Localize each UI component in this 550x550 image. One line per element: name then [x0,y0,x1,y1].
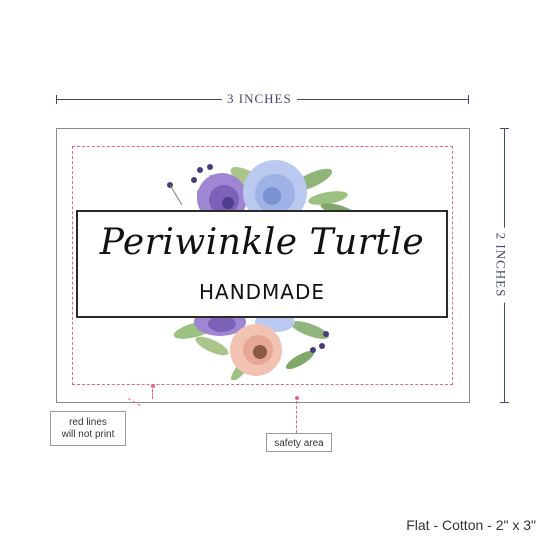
width-tick-right [468,95,469,104]
red-lines-note: red lines will not print [50,411,126,446]
width-label: 3 INCHES [222,91,297,107]
label-subtitle: HANDMADE [198,280,326,304]
red-lines-note-line2: will not print [61,429,115,440]
floral-artwork [167,160,356,380]
red-lines-marker [151,384,155,388]
safety-area-line [72,146,453,385]
label-text-box: Periwinkle Turtle HANDMADE [76,210,448,318]
height-label: 2 INCHES [492,227,509,303]
safety-area-leader [296,401,297,433]
blue-rose [243,160,307,224]
product-caption: Flat - Cotton - 2" x 3" [406,517,536,533]
height-tick-bottom [500,402,509,403]
red-lines-leader-1 [152,389,153,399]
red-lines-note-line1: red lines [69,417,107,428]
peach-rose [230,324,282,376]
safety-area-note: safety area [266,433,332,452]
safety-area-marker [295,396,299,400]
label-title: Periwinkle Turtle [99,222,425,263]
